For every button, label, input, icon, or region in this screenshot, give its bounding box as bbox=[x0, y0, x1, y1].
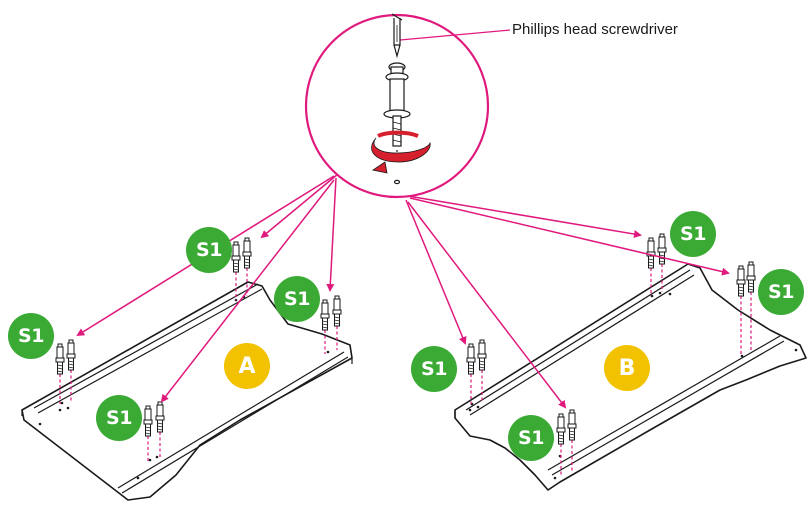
s1-badge: S1 bbox=[758, 269, 804, 315]
s1-badge: S1 bbox=[96, 395, 142, 441]
rotation-arrow-icon bbox=[371, 130, 431, 174]
screwdriver-label: Phillips head screwdriver bbox=[512, 21, 678, 38]
s1-badge: S1 bbox=[8, 313, 54, 359]
detail-circle bbox=[304, 13, 511, 199]
s1-badge: S1 bbox=[508, 415, 554, 461]
s1-badge: S1 bbox=[274, 276, 320, 322]
panel-a-label: A bbox=[224, 343, 270, 389]
panel-b-label: B bbox=[604, 345, 650, 391]
screwdriver-icon bbox=[391, 13, 403, 59]
s1-badge: S1 bbox=[186, 227, 232, 273]
pointer-arrows bbox=[76, 173, 730, 409]
s1-badge: S1 bbox=[411, 346, 457, 392]
s1-badge: S1 bbox=[670, 211, 716, 257]
